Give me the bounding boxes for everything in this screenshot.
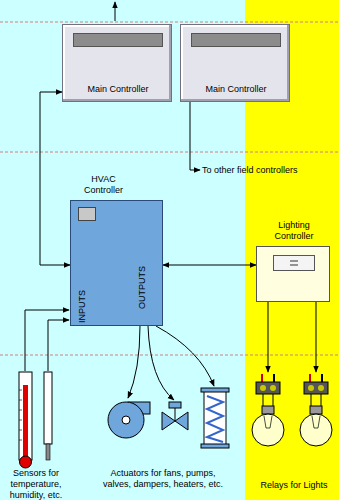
sensor-wire [25,310,69,371]
controller-box: Main Controller [62,24,172,102]
display-panel [73,33,163,47]
output-wire [128,326,140,398]
hvac-controller-box: HVAC ControllerINPUTSOUTPUTS [70,200,163,326]
thermometer-symbol [19,372,32,468]
display-panel [78,207,96,221]
controller-heading: HVAC Controller [74,174,134,196]
connector [163,265,256,266]
relay-symbol [256,302,328,408]
network-link [190,102,200,170]
controller-heading: Lighting Controller [263,220,325,242]
output-wire [148,326,174,400]
port-label: OUTPUTS [137,266,148,309]
display-symbol [274,256,314,270]
output-wire [156,326,214,386]
heater-symbol [201,388,229,448]
controller-box: Main Controller [180,24,290,102]
group-label: Sensors for temperature, humidity, etc. [2,468,70,500]
network-link [115,2,116,21]
lighting-controller-box: Lighting Controller [256,246,330,302]
fan-symbol [108,402,150,438]
port-label: INPUTS [77,290,88,323]
group-label: Actuators for fans, pumps, valves, dampe… [96,468,230,490]
controller-label: Main Controller [63,84,173,95]
valve-symbol [162,402,188,430]
display-panel [191,33,281,47]
sensor-wire [48,320,69,371]
level-divider [0,22,339,355]
lamp-symbol [252,406,332,446]
humidity-probe [44,372,52,460]
controller-label: Main Controller [181,84,291,95]
display-panel [273,255,315,271]
link-label: To other field controllers [202,165,322,176]
group-label: Relays for Lights [252,480,336,491]
connector [40,92,70,265]
